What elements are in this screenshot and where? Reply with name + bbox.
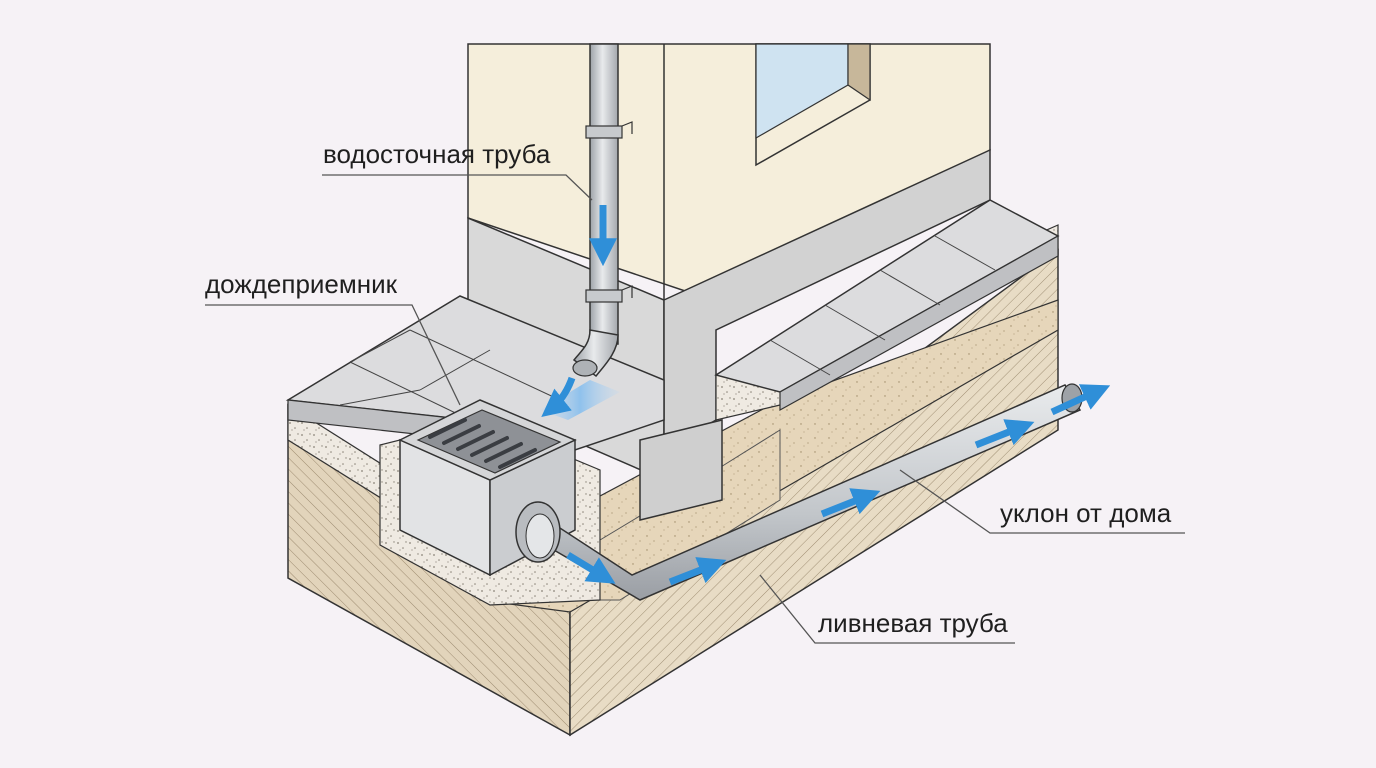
leader-downspout bbox=[322, 174, 593, 201]
window bbox=[755, 43, 871, 167]
plinth-footing bbox=[639, 419, 723, 521]
leader-lines bbox=[205, 174, 1185, 644]
label-downspout: водосточная труба bbox=[323, 139, 551, 169]
label-slope: уклон от дома bbox=[1000, 498, 1172, 528]
flow-arrow-icon bbox=[541, 376, 576, 417]
leader-catch-basin bbox=[205, 304, 461, 406]
flow-arrow-icon bbox=[820, 488, 881, 518]
flow-arrow-icon bbox=[974, 419, 1035, 449]
flow-arrow-icon bbox=[668, 557, 727, 586]
flow-arrows bbox=[541, 205, 1111, 586]
leader-slope bbox=[899, 469, 1185, 534]
leader-storm-pipe bbox=[759, 574, 1015, 644]
flow-arrow-icon bbox=[1050, 384, 1111, 416]
paving-right bbox=[714, 199, 1060, 412]
label-catch-basin: дождеприемник bbox=[205, 269, 398, 299]
label-storm-pipe: ливневая труба bbox=[818, 608, 1008, 638]
flow-arrow-icon bbox=[566, 552, 616, 584]
downspout bbox=[572, 43, 633, 378]
